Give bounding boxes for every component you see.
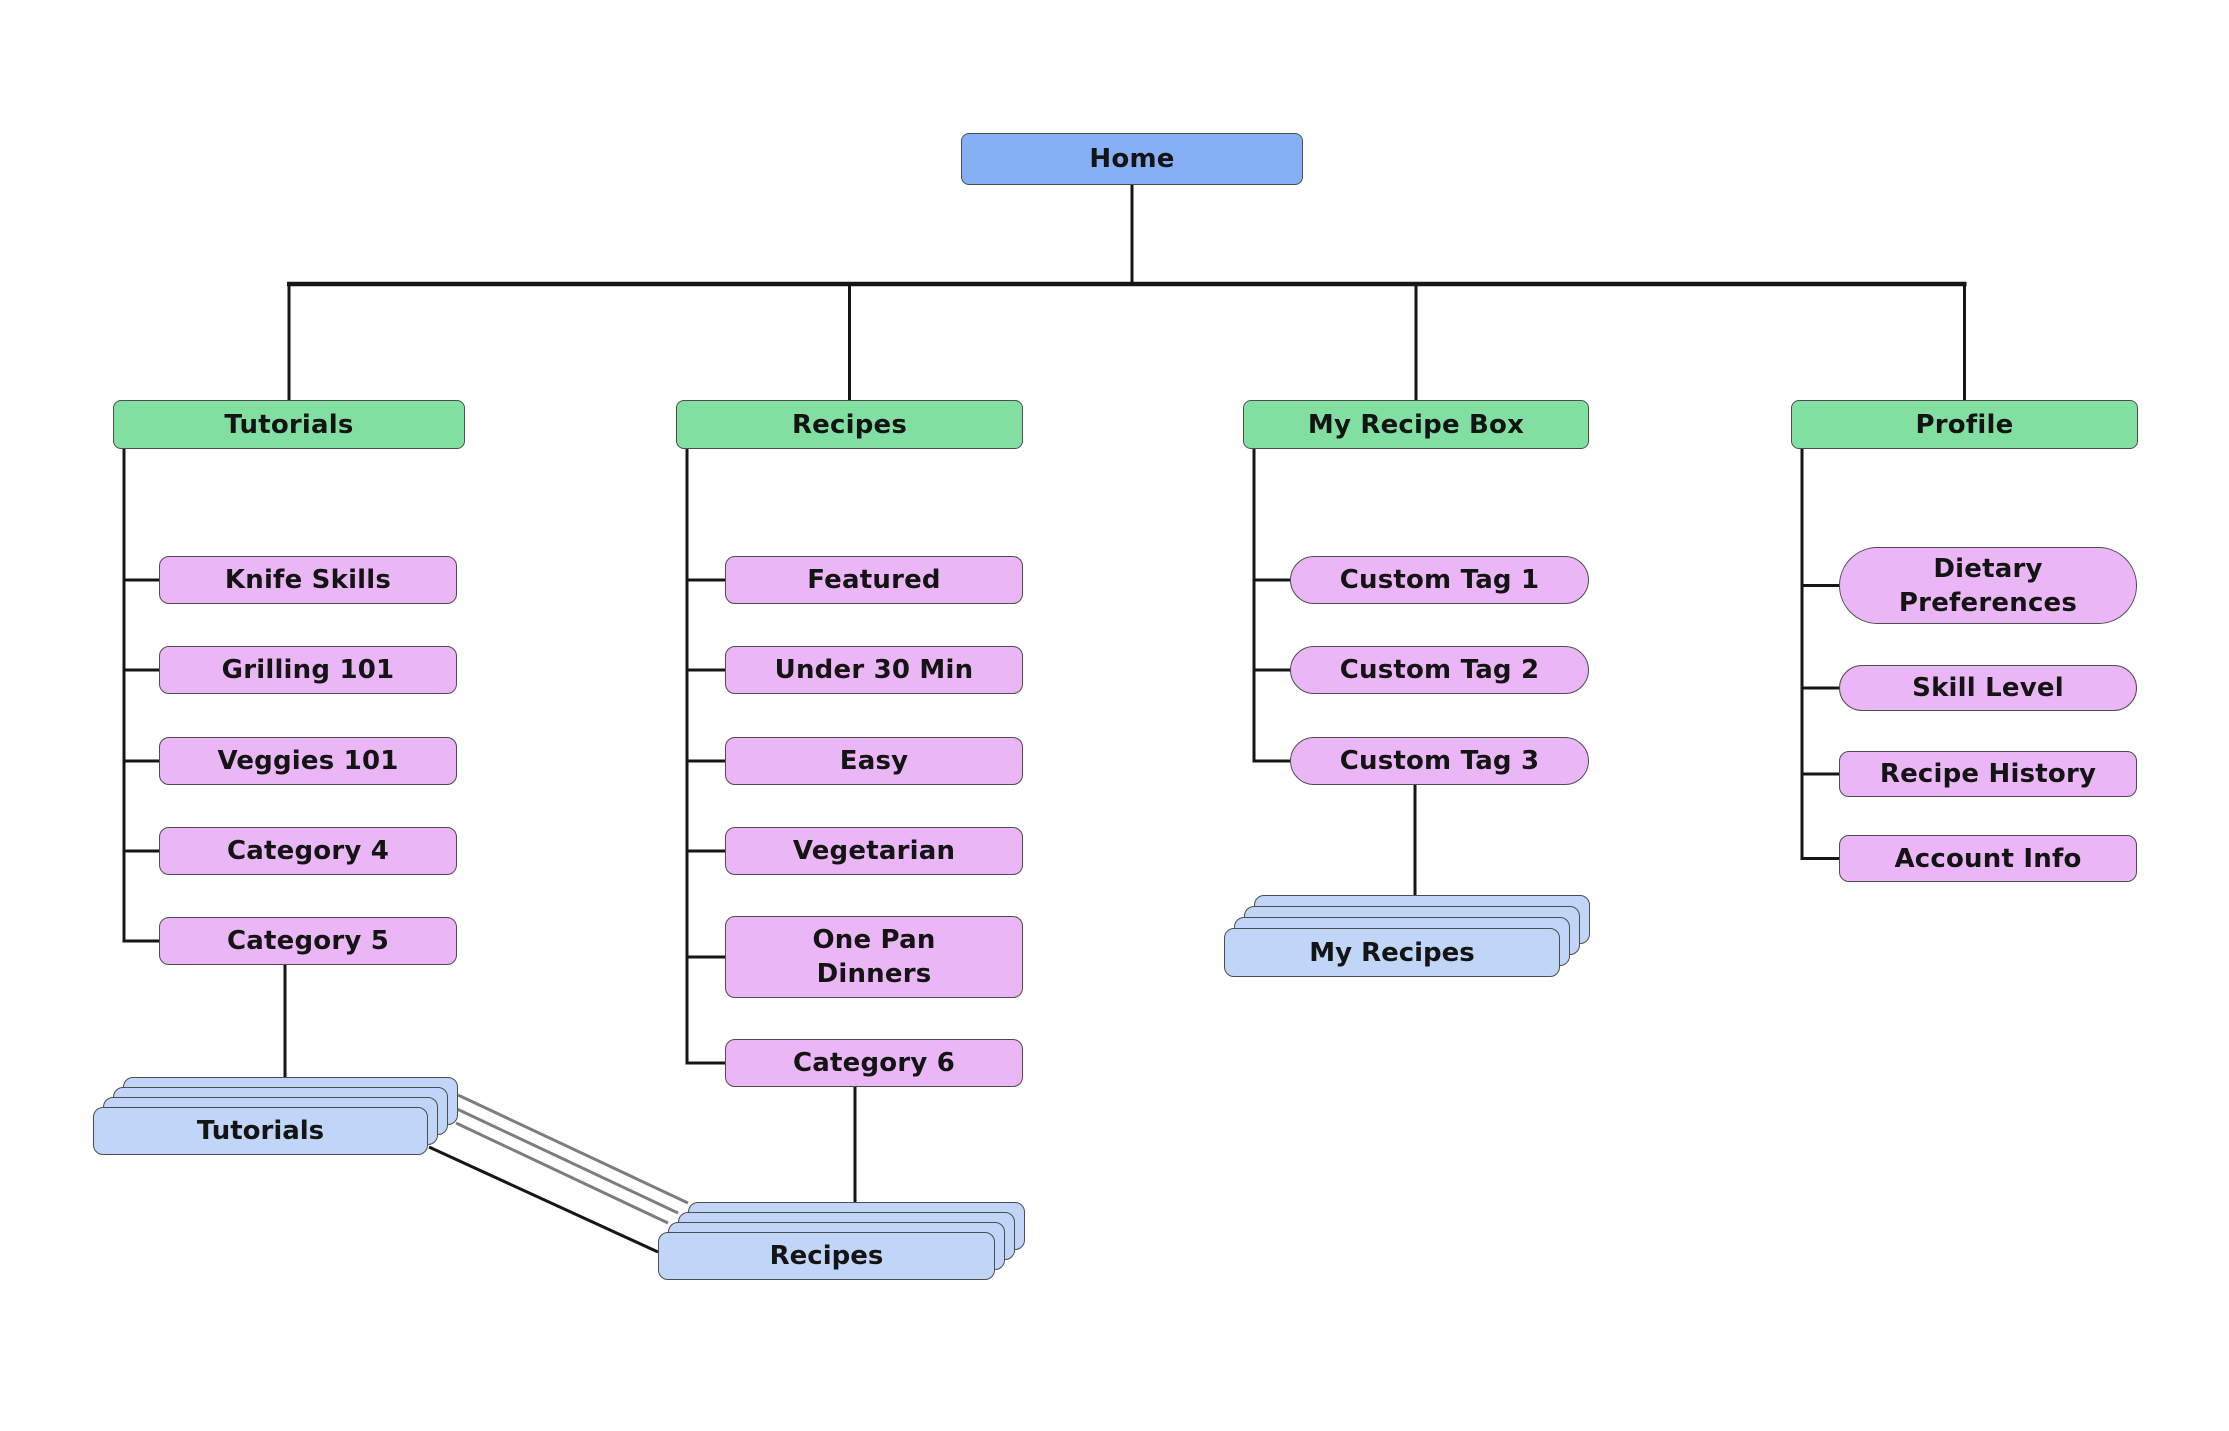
node-recipe-history[interactable]: Recipe History: [1839, 751, 2137, 797]
node-category-6[interactable]: Category 6: [725, 1039, 1023, 1087]
node-label-line: Preferences: [1898, 587, 2078, 618]
node-grilling-101[interactable]: Grilling 101: [159, 646, 457, 694]
node-skill-level[interactable]: Skill Level: [1839, 665, 2137, 711]
stack-front-card[interactable]: My Recipes: [1224, 928, 1560, 977]
node-label-line: Dietary: [1933, 553, 2043, 584]
node-category-5[interactable]: Category 5: [159, 917, 457, 965]
node-vegetarian[interactable]: Vegetarian: [725, 827, 1023, 875]
connector-segment: [455, 1121, 669, 1225]
node-my-recipe-box[interactable]: My Recipe Box: [1243, 400, 1589, 449]
stack-front-card[interactable]: Recipes: [658, 1232, 995, 1280]
node-home[interactable]: Home: [961, 133, 1303, 185]
stack-front-card[interactable]: Tutorials: [93, 1107, 428, 1155]
node-recipes[interactable]: Recipes: [676, 400, 1023, 449]
node-category-4[interactable]: Category 4: [159, 827, 457, 875]
connector-segment: [457, 1093, 689, 1205]
connector-segment: [456, 1107, 679, 1215]
node-account-info[interactable]: Account Info: [1839, 835, 2137, 882]
node-custom-tag-2[interactable]: Custom Tag 2: [1290, 646, 1589, 694]
node-label-line: One Pan: [812, 925, 936, 955]
node-featured[interactable]: Featured: [725, 556, 1023, 604]
connector-segment: [428, 1145, 659, 1254]
node-custom-tag-1[interactable]: Custom Tag 1: [1290, 556, 1589, 604]
node-profile[interactable]: Profile: [1791, 400, 2138, 449]
node-knife-skills[interactable]: Knife Skills: [159, 556, 457, 604]
node-under-30-min[interactable]: Under 30 Min: [725, 646, 1023, 694]
node-easy[interactable]: Easy: [725, 737, 1023, 785]
node-veggies-101[interactable]: Veggies 101: [159, 737, 457, 785]
node-label-line: Dinners: [816, 959, 932, 989]
node-tutorials[interactable]: Tutorials: [113, 400, 465, 449]
node-custom-tag-3[interactable]: Custom Tag 3: [1290, 737, 1589, 785]
